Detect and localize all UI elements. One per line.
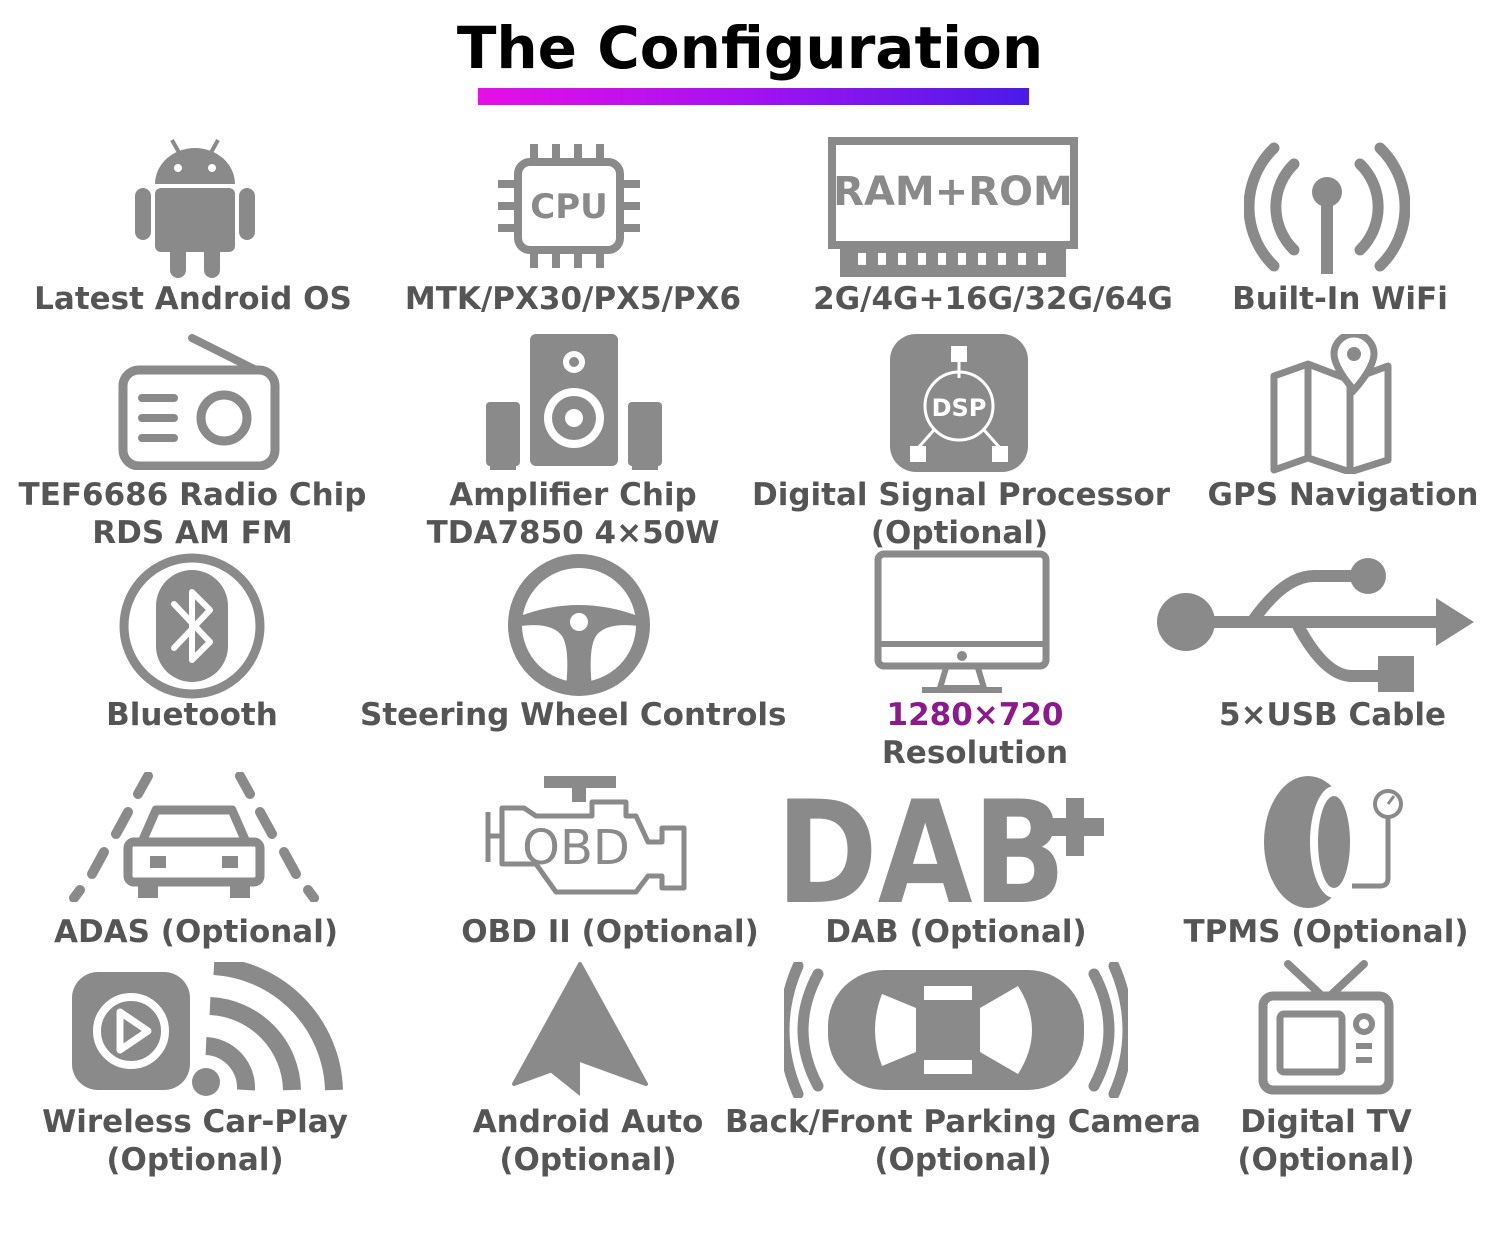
android-icon [132, 136, 258, 278]
page-title: The Configuration [456, 14, 1044, 82]
feature-label-resolution: 1280×720 Resolution [881, 697, 1069, 771]
tpms-tire-icon [1260, 772, 1420, 912]
ram-rom-icon-text: RAM+ROM [833, 169, 1073, 215]
feature-label-ram-rom: 2G/4G+16G/32G/64G [813, 281, 1173, 317]
radio-icon [118, 334, 280, 470]
feature-label-steering: Steering Wheel Controls [360, 697, 787, 733]
feature-label-adas: ADAS (Optional) [53, 914, 339, 950]
cpu-icon-text: CPU [530, 187, 607, 227]
title-underline [478, 88, 1029, 105]
steering-wheel-icon [506, 552, 652, 698]
feature-label-carplay: Wireless Car-Play (Optional) [42, 1104, 348, 1178]
feature-label-android: Latest Android OS [34, 281, 352, 317]
dab-plus-icon: DAB [776, 778, 1126, 904]
feature-label-amplifier: Amplifier Chip TDA7850 4×50W [426, 477, 720, 551]
obd-icon-text: OBD [522, 820, 630, 876]
obd-engine-icon: OBD [484, 772, 694, 906]
parking-camera-icon [784, 962, 1128, 1098]
feature-label-cpu: MTK/PX30/PX5/PX6 [404, 281, 742, 317]
ram-rom-icon: RAM+ROM [828, 137, 1078, 279]
android-auto-icon [510, 960, 650, 1100]
feature-label-dsp: Digital Signal Processor (Optional) [752, 477, 1171, 551]
feature-label-gps: GPS Navigation [1207, 477, 1479, 513]
speaker-icon [484, 332, 664, 472]
feature-label-android-auto: Android Auto (Optional) [472, 1104, 704, 1178]
digital-tv-icon [1258, 960, 1394, 1096]
adas-car-icon [66, 772, 322, 902]
feature-label-bluetooth: Bluetooth [106, 697, 278, 733]
feature-label-radio: TEF6686 Radio Chip RDS AM FM [18, 477, 367, 551]
wireless-carplay-icon [70, 962, 344, 1098]
dab-icon-text: DAB [776, 778, 1066, 904]
wifi-antenna-icon [1244, 140, 1410, 276]
monitor-icon [874, 550, 1050, 694]
bluetooth-icon [118, 552, 266, 700]
feature-label-obd: OBD II (Optional) [461, 914, 759, 950]
feature-label-dab: DAB (Optional) [825, 914, 1087, 950]
dsp-icon-text: DSP [932, 394, 987, 422]
feature-label-parking-camera: Back/Front Parking Camera (Optional) [725, 1104, 1201, 1178]
feature-label-usb: 5×USB Cable [1219, 697, 1446, 733]
feature-label-digital-tv: Digital TV (Optional) [1237, 1104, 1415, 1178]
dsp-icon: DSP [888, 332, 1030, 474]
gps-map-icon [1268, 334, 1398, 474]
feature-label-wifi: Built-In WiFi [1232, 281, 1448, 317]
cpu-icon: CPU [496, 140, 644, 272]
usb-icon [1156, 550, 1476, 696]
feature-label-tpms: TPMS (Optional) [1183, 914, 1469, 950]
